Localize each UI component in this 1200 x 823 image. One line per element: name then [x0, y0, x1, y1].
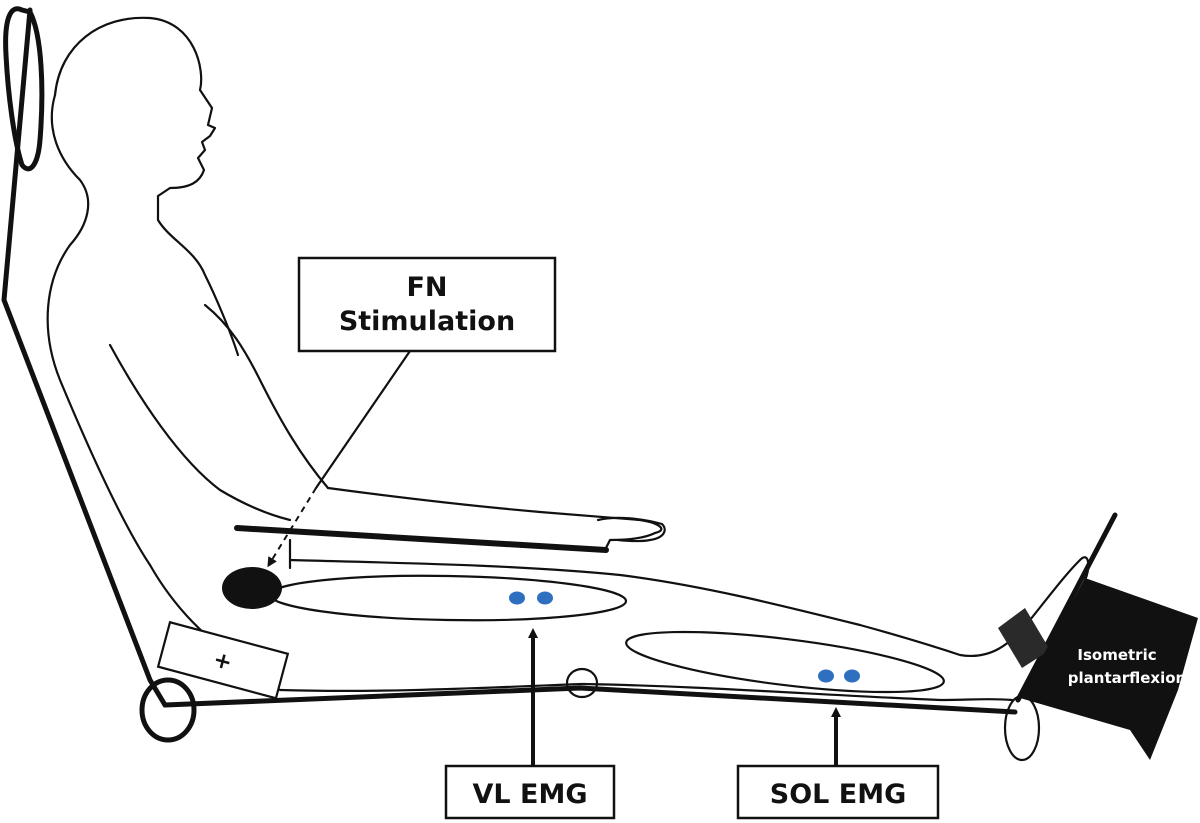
participant-back [46, 93, 152, 567]
participant-upper-arm-inner [108, 343, 292, 522]
sol-electrode [844, 669, 860, 683]
sol-emg-callout: SOL EMG [736, 707, 940, 820]
vl-emg-box [444, 764, 616, 820]
vl-emg-label: VL EMG [473, 779, 588, 810]
vl-muscle [268, 574, 628, 622]
fn-stimulation-callout: FN Stimulation [267, 256, 557, 568]
sol-emg-label: SOL EMG [770, 779, 906, 810]
chair-wheel-rear [139, 677, 197, 743]
fn-pointer-dashed [267, 487, 317, 568]
plantarflexion-arrow-shape [1020, 578, 1198, 760]
participant-body [46, 16, 1090, 702]
fn-stimulation-box [297, 256, 557, 353]
plantarflexion-arrow: Isometric plantarflexion [1020, 578, 1198, 760]
fn-pointer-line [314, 349, 412, 490]
anode-pad-box [156, 620, 290, 700]
participant-leg-top [288, 556, 1090, 658]
participant-upper-arm [203, 303, 330, 490]
pedal-plate [1015, 512, 1118, 703]
ankle-strap [998, 608, 1050, 668]
iso-label-line1: Isometric [1077, 646, 1156, 664]
sol-muscle [625, 630, 945, 694]
vl-emg-callout: VL EMG [444, 628, 616, 820]
chair-backrest [1, 7, 168, 708]
participant-hand [596, 516, 666, 543]
fn-stimulation-electrode [222, 567, 282, 609]
sol-emg-electrodes [818, 669, 860, 683]
chair-knee-pivot [565, 667, 599, 699]
anode-pad: + [156, 620, 290, 700]
chair [1, 6, 1118, 762]
sol-electrode [818, 669, 834, 683]
chair-seat-base [162, 685, 1018, 715]
vl-electrode [537, 591, 553, 605]
chair-headrest [3, 6, 45, 172]
iso-label-line2: plantarflexion [1068, 669, 1186, 687]
vl-emg-electrodes [509, 591, 553, 605]
fn-label-line1: FN [406, 272, 447, 303]
chair-wheel-front [1003, 694, 1041, 762]
armrest [234, 525, 609, 553]
vl-electrode [509, 591, 525, 605]
participant-leg-bottom [278, 682, 1014, 702]
participant-head [53, 16, 240, 357]
fn-label-line2: Stimulation [339, 306, 515, 337]
